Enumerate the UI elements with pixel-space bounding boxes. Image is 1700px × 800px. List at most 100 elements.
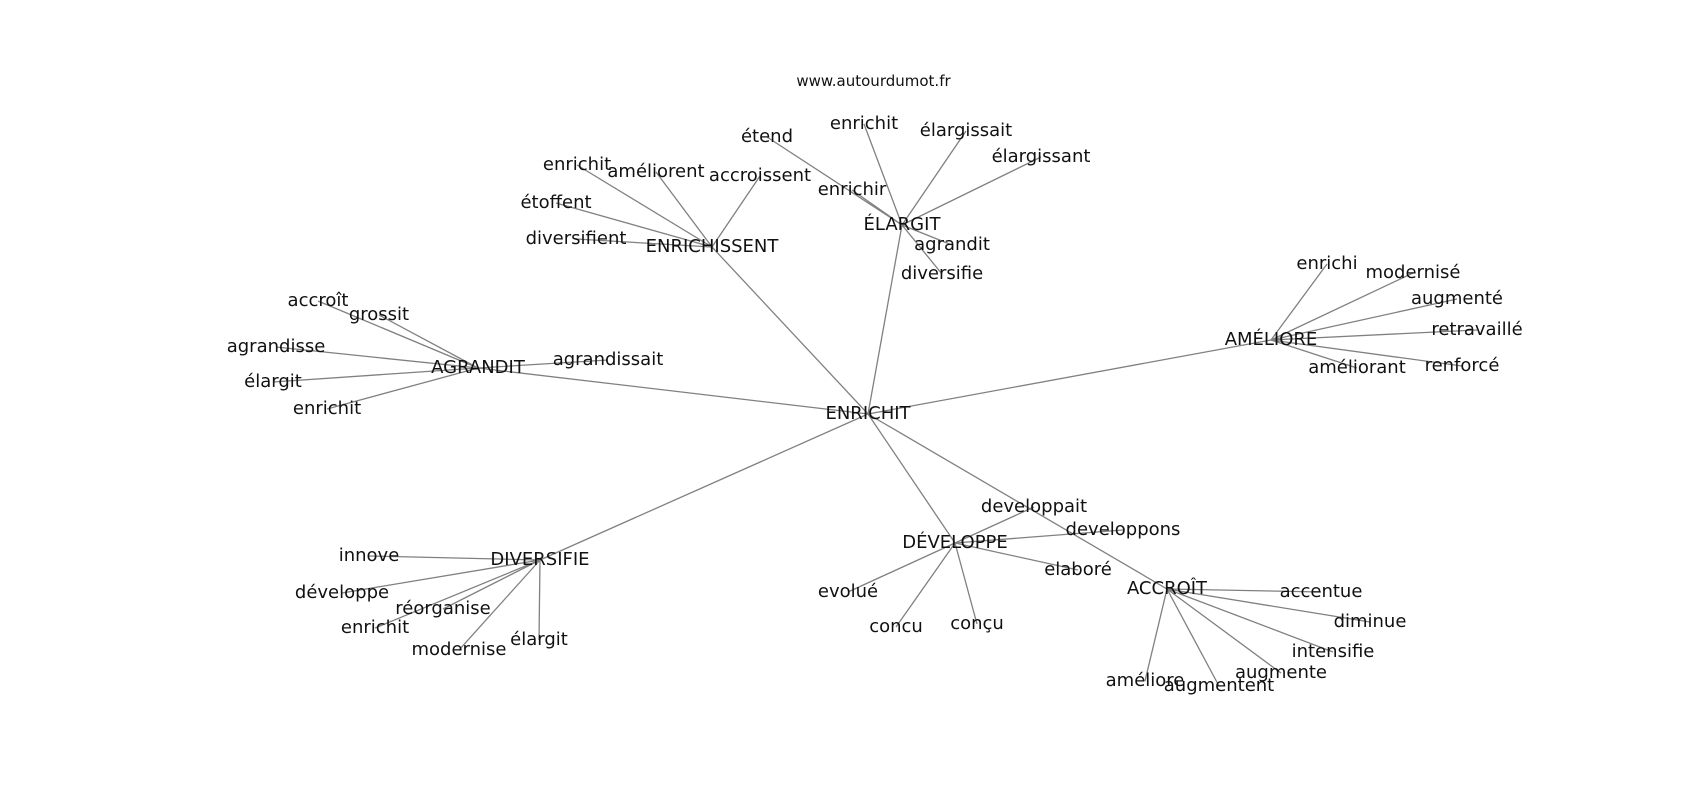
node-leaf-accroit-intensifie[interactable]: intensifie: [1292, 641, 1375, 662]
edge-developpe-developpons: [954, 529, 1124, 544]
node-hub-accroit[interactable]: ACCROÎT: [1127, 577, 1208, 599]
edge-accroit-augmentent: [1166, 588, 1220, 687]
edge-diversifie-elargit: [538, 559, 541, 641]
node-hub-enrichissent[interactable]: ENRICHISSENT: [646, 236, 780, 257]
edge-developpe-concu: [954, 542, 978, 625]
node-leaf-ameliore-renforce[interactable]: renforcé: [1425, 355, 1500, 376]
edge-elargit-enrichir: [851, 189, 903, 226]
edge-accroit-intensifie: [1166, 588, 1334, 653]
edge-ameliore-ameliorant: [1270, 339, 1358, 369]
node-leaf-elargit-elargissant[interactable]: élargissant: [992, 146, 1091, 167]
edge-center-accroit: [867, 413, 1168, 590]
edge-center-agrandit: [477, 367, 869, 415]
node-leaf-accroit-ameliore[interactable]: améliore: [1106, 670, 1185, 691]
edge-center-diversifie: [539, 413, 869, 561]
edge-agrandit-agrandisse: [275, 346, 479, 369]
node-hub-diversifie[interactable]: DIVERSIFIE: [490, 549, 589, 570]
node-leaf-agrandit-elargit[interactable]: élargit: [244, 371, 302, 392]
node-leaf-developpe-concu[interactable]: conçu: [950, 613, 1004, 634]
node-leaf-elargit-etend[interactable]: étend: [741, 126, 793, 147]
node-leaf-enrichissent-ameliorent[interactable]: améliorent: [607, 161, 704, 182]
edge-developpe-evolue: [847, 542, 956, 593]
node-leaf-enrichissent-accroissent[interactable]: accroissent: [709, 165, 811, 186]
source-url: www.autourdumot.fr: [796, 72, 951, 90]
node-leaf-agrandit-agrandisse[interactable]: agrandisse: [227, 336, 326, 357]
edge-elargit-diversifie: [901, 224, 943, 275]
edge-agrandit-elargit: [272, 367, 479, 383]
node-leaf-diversifie-developpe[interactable]: développe: [295, 582, 389, 603]
node-leaf-ameliore-modernise[interactable]: modernisé: [1366, 262, 1461, 283]
node-hub-elargit[interactable]: ÉLARGIT: [864, 213, 942, 235]
edge-enrichissent-etoffent: [555, 202, 713, 248]
node-leaf-agrandit-enrichit[interactable]: enrichit: [293, 398, 361, 419]
edge-diversifie-modernise: [458, 559, 541, 651]
node-leaf-ameliore-retravaille[interactable]: retravaillé: [1431, 319, 1522, 340]
node-leaf-enrichissent-diversifient[interactable]: diversifient: [526, 228, 627, 249]
node-leaf-diversifie-reorganise[interactable]: réorganise: [395, 598, 491, 619]
edge-diversifie-reorganise: [442, 559, 541, 610]
node-leaf-enrichissent-enrichit[interactable]: enrichit: [543, 154, 611, 175]
edge-accroit-ameliore: [1144, 588, 1168, 682]
edge-center-ameliore: [867, 339, 1272, 415]
node-leaf-diversifie-elargit[interactable]: élargit: [510, 629, 568, 650]
edge-agrandit-enrichit: [326, 367, 479, 410]
edge-diversifie-enrichit: [374, 559, 541, 629]
edge-accroit-accentue: [1166, 588, 1322, 593]
node-leaf-accroit-diminue[interactable]: diminue: [1334, 611, 1407, 632]
node-leaf-elargit-enrichir[interactable]: enrichir: [818, 179, 887, 200]
edge-diversifie-developpe: [341, 559, 541, 594]
node-leaf-developpe-concu[interactable]: concu: [869, 616, 923, 637]
node-hub-developpe[interactable]: DÉVELOPPE: [902, 531, 1008, 553]
edge-ameliore-retravaille: [1270, 329, 1478, 341]
node-leaf-accroit-augmente[interactable]: augmente: [1235, 662, 1327, 683]
edge-agrandit-agrandissait: [477, 359, 609, 369]
edge-enrichissent-enrichit: [576, 164, 713, 248]
edge-elargit-elargissait: [901, 130, 967, 226]
node-leaf-accroit-accentue[interactable]: accentue: [1280, 581, 1363, 602]
edge-agrandit-accroit: [317, 300, 479, 369]
node-leaf-developpe-developpait[interactable]: developpait: [981, 496, 1087, 517]
node-center-enrichit[interactable]: ENRICHIT: [825, 403, 911, 424]
node-leaf-developpe-evolue[interactable]: evolué: [818, 581, 878, 602]
edge-elargit-elargissant: [901, 156, 1042, 226]
edge-enrichissent-diversifient: [575, 238, 713, 248]
node-leaf-agrandit-agrandissait[interactable]: agrandissait: [553, 349, 664, 370]
edge-ameliore-augmente: [1270, 298, 1458, 341]
edge-diversifie-innove: [368, 555, 541, 561]
node-leaf-agrandit-grossit[interactable]: grossit: [349, 304, 409, 325]
node-leaf-elargit-diversifie[interactable]: diversifie: [901, 263, 983, 284]
node-hub-ameliore[interactable]: AMÉLIORE: [1225, 328, 1318, 350]
node-leaf-developpe-elabore[interactable]: elaboré: [1044, 559, 1112, 580]
edge-elargit-etend: [766, 136, 903, 226]
node-leaf-diversifie-enrichit[interactable]: enrichit: [341, 617, 409, 638]
node-leaf-ameliore-enrichi[interactable]: enrichi: [1296, 253, 1357, 274]
node-leaf-elargit-enrichit[interactable]: enrichit: [830, 113, 898, 134]
node-leaf-ameliore-ameliorant[interactable]: améliorant: [1308, 357, 1406, 378]
edge-center-elargit: [867, 224, 903, 415]
edge-ameliore-modernise: [1270, 272, 1414, 341]
edge-agrandit-grossit: [378, 314, 479, 369]
node-leaf-accroit-augmentent[interactable]: augmentent: [1164, 675, 1274, 696]
node-leaf-elargit-elargissait[interactable]: élargissait: [920, 120, 1012, 141]
edge-elargit-agrandit: [901, 224, 953, 246]
edge-accroit-diminue: [1166, 588, 1371, 623]
edge-center-developpe: [867, 413, 956, 544]
edge-elargit-enrichit: [863, 123, 903, 226]
node-hub-agrandit[interactable]: AGRANDIT: [431, 357, 526, 378]
edge-enrichissent-ameliorent: [655, 171, 713, 248]
node-leaf-enrichissent-etoffent[interactable]: étoffent: [520, 192, 591, 213]
node-leaf-diversifie-innove[interactable]: innove: [339, 545, 400, 566]
node-leaf-diversifie-modernise[interactable]: modernise: [412, 639, 507, 660]
node-leaf-agrandit-accroit[interactable]: accroît: [288, 290, 349, 311]
edge-accroit-augmente: [1166, 588, 1282, 674]
edge-enrichissent-accroissent: [711, 175, 761, 248]
edge-ameliore-enrichi: [1270, 263, 1328, 341]
edge-ameliore-renforce: [1270, 339, 1463, 367]
edge-developpe-developpait: [954, 506, 1035, 544]
node-leaf-developpe-developpons[interactable]: developpons: [1066, 519, 1181, 540]
edge-developpe-concu: [895, 542, 956, 628]
edge-center-enrichissent: [711, 246, 869, 415]
node-leaf-elargit-agrandit[interactable]: agrandit: [914, 234, 990, 255]
node-leaf-ameliore-augmente[interactable]: augmenté: [1411, 288, 1503, 309]
